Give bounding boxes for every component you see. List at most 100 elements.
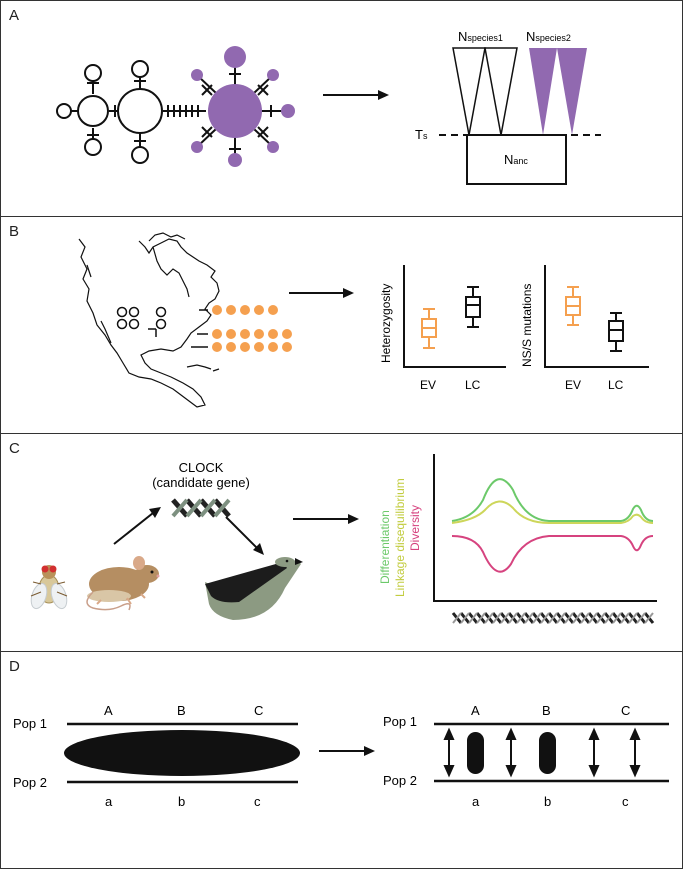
boxplot-lc (608, 312, 624, 352)
purple-node (224, 46, 246, 68)
species2-branch (557, 48, 587, 135)
right-pop2-label: Pop 2 (383, 773, 417, 788)
linkage-block (64, 730, 300, 776)
population-markers (116, 306, 167, 337)
ts-label: Ts (415, 127, 428, 142)
purple-node (228, 153, 242, 167)
panel-c-figure: CLOCK (candidate gene) (30, 454, 657, 624)
network-link (198, 128, 217, 146)
network-link (253, 76, 272, 94)
plot1-ylabel: Heterozygosity (379, 284, 393, 363)
boxplot-ev (565, 286, 581, 326)
panel-a-label: A (9, 7, 20, 24)
purple-node (267, 141, 279, 153)
n-species1-label: Nspecies1 (458, 29, 503, 44)
purple-node (191, 141, 203, 153)
demographic-model: Nspecies1 Nspecies2 Ts Nanc (415, 29, 601, 185)
panel-b-figure: Heterozygosity EV LC NS/S mutations (78, 232, 649, 408)
fruit-fly-icon (30, 565, 68, 610)
locus-b: b (178, 794, 185, 809)
arrow-right (319, 746, 375, 756)
legend-diversity: Diversity (408, 505, 422, 551)
locus-a: a (105, 794, 113, 809)
panel-b: B (0, 216, 683, 434)
ancestral-population-box (466, 134, 567, 185)
hudson-bay (152, 246, 190, 298)
curve-linkage-disequilibrium (451, 500, 654, 524)
locus-C: C (254, 703, 263, 718)
left-pop1-label: Pop 1 (13, 716, 47, 731)
plot2-axes (544, 265, 649, 368)
plot2-ylabel: NS/S mutations (520, 284, 534, 367)
purple-node (191, 69, 203, 81)
haplotype-node (131, 146, 149, 164)
mouse-icon (86, 556, 160, 611)
cross-ticks (201, 84, 269, 138)
boxplot-lc (465, 286, 481, 328)
species1-branch (484, 47, 518, 136)
gene-title: CLOCK (179, 460, 224, 475)
plot2-xlabel-ev: EV (565, 378, 581, 392)
arctic-islands (148, 232, 186, 242)
purple-network (191, 46, 295, 167)
chromosome-strand (452, 612, 654, 624)
panel-c-label: C (9, 440, 20, 457)
boxplot-ev (421, 308, 437, 349)
n-species2-label: Nspecies2 (526, 29, 571, 44)
right-chromosome-pair: Pop 1 Pop 2 A B C a b c (383, 703, 669, 809)
locus-c: c (622, 794, 629, 809)
plot1-xlabel-ev: EV (420, 378, 436, 392)
arrow-right (323, 90, 389, 100)
panel-d-figure: Pop 1 Pop 2 A B C a b c Pop 1 Pop 2 A B … (13, 703, 669, 809)
network-link (198, 76, 217, 94)
caribbean-islands (186, 364, 212, 370)
locus-B: B (542, 703, 551, 718)
locus-A: A (104, 703, 113, 718)
locus-C: C (621, 703, 630, 718)
purple-node (267, 69, 279, 81)
locus-A: A (471, 703, 480, 718)
north-america-map (78, 232, 220, 408)
plot1-axes (403, 265, 506, 368)
arrow-up-right (113, 507, 161, 545)
dna-helix-icon (171, 498, 231, 518)
haplotype-node (77, 95, 109, 127)
genome-scan-plot (433, 454, 657, 624)
panel-b-label: B (9, 223, 20, 240)
haplotype-node (117, 88, 163, 134)
arrow-right (293, 514, 359, 524)
left-chromosome-pair: Pop 1 Pop 2 A B C a b c (13, 703, 300, 809)
heterozygosity-plot: Heterozygosity EV LC (379, 265, 506, 392)
panel-a-figure: Nspecies1 Nspecies2 Ts Nanc (56, 29, 601, 185)
species1-branch (452, 47, 486, 136)
panel-c: C CLOCK (candidate gene) (0, 433, 683, 652)
species2-branch (529, 48, 557, 135)
ns-s-plot: NS/S mutations EV LC (520, 265, 649, 392)
scan-axes (433, 454, 657, 602)
curve-diversity (451, 535, 654, 573)
plot2-xlabel-lc: LC (608, 378, 624, 392)
locus-B: B (177, 703, 186, 718)
gene-subtitle: (candidate gene) (152, 475, 250, 490)
left-pop2-label: Pop 2 (13, 775, 47, 790)
legend-linkage-disequilibrium: Linkage disequilibrium (393, 478, 407, 597)
right-pop1-label: Pop 1 (383, 714, 417, 729)
orange-population-markers (191, 305, 292, 352)
panel-d: D Pop 1 Pop 2 A B C a b c Pop 1 Pop 2 A … (0, 651, 683, 869)
arrow-down-right (225, 516, 264, 555)
coast-detail (86, 264, 92, 278)
locus-block-a (467, 732, 484, 774)
haplotype-node (56, 103, 72, 119)
arrow-right (289, 288, 354, 298)
locus-b: b (544, 794, 551, 809)
haplotype-node (131, 60, 149, 78)
locus-block-b (539, 732, 556, 774)
locus-a: a (472, 794, 480, 809)
bird-icon (205, 557, 303, 620)
haplotype-node (84, 64, 102, 82)
haplotype-node (84, 138, 102, 156)
n-anc-label: Nanc (504, 152, 528, 167)
caribbean-islands (212, 368, 220, 372)
purple-node (281, 104, 295, 118)
plot1-xlabel-lc: LC (465, 378, 481, 392)
